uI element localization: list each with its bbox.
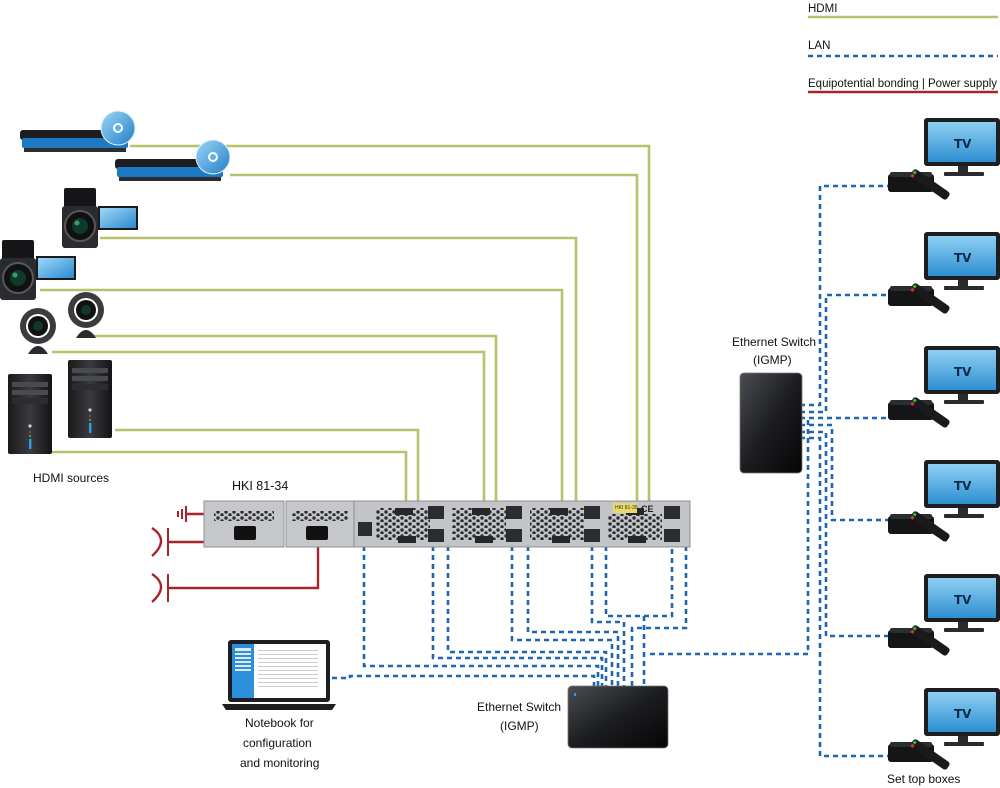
blu-ray-player-icon <box>115 139 231 181</box>
lan-cable-stb-1 <box>800 184 888 407</box>
device-badge <box>613 503 637 513</box>
switch-right-label-line2: (IGMP) <box>753 353 792 367</box>
switch-bottom-label-line1: Ethernet Switch <box>477 700 561 714</box>
tv-label: TV <box>954 479 972 493</box>
tv-unit: TV <box>888 346 1000 428</box>
pc-tower-icon <box>68 360 112 438</box>
tv-label: TV <box>954 251 972 265</box>
notebook-icon <box>222 640 336 710</box>
legend-item-hdmi: HDMI <box>808 3 998 19</box>
legend-label-hdmi: HDMI <box>808 3 837 15</box>
tv-unit: TV <box>888 232 1000 314</box>
camcorder-icon <box>62 188 138 248</box>
tv-label: TV <box>954 707 972 721</box>
set-top-boxes-label: Set top boxes <box>887 772 960 786</box>
tv-label: TV <box>954 593 972 607</box>
remote-control-icon <box>910 625 950 656</box>
webcam-icon <box>68 292 104 338</box>
hdmi-port <box>550 508 568 515</box>
lan-port <box>584 506 600 519</box>
webcam-icon <box>20 308 56 354</box>
tv-unit: TV <box>888 688 1000 770</box>
remote-control-icon <box>910 511 950 542</box>
tv-icon: TV <box>924 688 1000 746</box>
legend: HDMI LAN Equipotential bonding | Power s… <box>808 3 998 94</box>
blu-ray-player-icon <box>20 110 136 152</box>
remote-control-icon <box>910 397 950 428</box>
lan-port <box>664 529 680 542</box>
switch-bottom-label-line2: (IGMP) <box>500 719 539 733</box>
lan-port <box>428 506 444 519</box>
lan-port <box>584 529 600 542</box>
hdmi-sources: HDMI sources <box>0 110 231 485</box>
tv-label: TV <box>954 137 972 151</box>
notebook-label-line1: Notebook for <box>245 716 314 730</box>
lan-cable-control <box>362 546 600 686</box>
hdmi-cable-3 <box>100 236 578 542</box>
hdmi-cables <box>40 144 651 542</box>
tv-unit: TV <box>888 460 1000 542</box>
tv-icon: TV <box>924 346 1000 404</box>
ethernet-switch-bottom: Ethernet Switch (IGMP) <box>477 685 669 749</box>
switch-box-icon <box>567 685 669 749</box>
hdmi-port <box>395 508 413 515</box>
control-lan-port <box>358 522 372 536</box>
hdmi-cable-1 <box>130 144 651 542</box>
tv-icon: TV <box>924 118 1000 176</box>
svg-text:HKI 81-35: HKI 81-35 <box>615 505 638 511</box>
lan-cable-notebook <box>332 674 596 686</box>
switch-box-icon <box>739 372 803 474</box>
power-socket-icon <box>306 526 328 540</box>
notebook-label-line2: configuration <box>243 736 312 750</box>
hdmi-port <box>552 536 570 543</box>
ce-mark: CE <box>641 504 654 514</box>
switch-right-label-line1: Ethernet Switch <box>732 335 816 349</box>
tv-unit: TV <box>888 574 1000 656</box>
tv-unit: TV <box>888 118 1000 200</box>
lan-cable-stb-2 <box>800 293 888 414</box>
legend-item-lan: LAN <box>808 40 998 58</box>
lan-cables <box>332 184 888 758</box>
lan-cable-stb-6 <box>800 436 888 758</box>
legend-label-power: Equipotential bonding | Power supply <box>808 78 997 90</box>
hdmi-port <box>475 536 493 543</box>
power-supply-module-1 <box>203 500 285 548</box>
power-supply-module-2 <box>285 500 355 548</box>
lan-port <box>664 506 680 519</box>
camcorder-icon <box>0 240 76 300</box>
tv-label: TV <box>954 365 972 379</box>
hdmi-port <box>628 536 646 543</box>
remote-control-icon <box>910 739 950 770</box>
legend-label-lan: LAN <box>808 40 830 52</box>
ethernet-switch-right: Ethernet Switch (IGMP) <box>732 335 816 474</box>
legend-item-power: Equipotential bonding | Power supply <box>808 78 998 94</box>
hki-device: HKI 81-34 <box>203 479 691 548</box>
pc-tower-icon <box>8 374 52 454</box>
lan-port <box>506 506 522 519</box>
lan-cable-switch-uplink <box>650 420 810 656</box>
hdmi-port <box>398 536 416 543</box>
ground-icon <box>177 506 206 522</box>
hdmi-port <box>472 508 490 515</box>
lan-port <box>506 529 522 542</box>
lan-cable-stb-4 <box>800 423 888 522</box>
tv-icon: TV <box>924 574 1000 632</box>
power-socket-icon <box>234 526 256 540</box>
tv-set-top-boxes: TV TV TV TV TV TV <box>888 118 1000 770</box>
device-model-label: HKI 81-34 <box>232 479 288 493</box>
tv-icon: TV <box>924 232 1000 290</box>
notebook-label-line3: and monitoring <box>240 756 319 770</box>
remote-control-icon <box>910 283 950 314</box>
tv-icon: TV <box>924 460 1000 518</box>
lan-cable-stb-5 <box>800 430 888 638</box>
power-plug-icon-2 <box>151 542 320 603</box>
lan-port <box>428 529 444 542</box>
hdmi-sources-label: HDMI sources <box>33 471 109 485</box>
remote-control-icon <box>910 169 950 200</box>
